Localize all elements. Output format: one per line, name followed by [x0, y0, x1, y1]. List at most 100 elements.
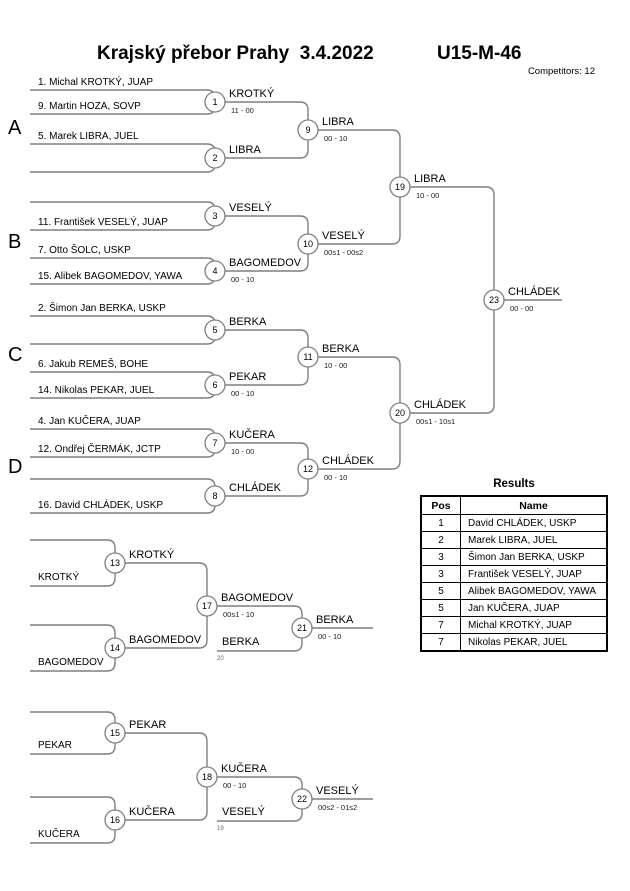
- player-entry-3: 5. Marek LIBRA, JUEL: [38, 131, 139, 142]
- match-4-winner: BAGOMEDOV: [229, 257, 302, 269]
- match-7-node: [204, 432, 226, 454]
- match-20-node: [389, 402, 411, 424]
- match-16-winner: KUČERA: [129, 805, 176, 818]
- repechage1-seed-2: BAGOMEDOV: [38, 657, 104, 668]
- match-10-score: 00s1 - 00s2: [324, 248, 363, 257]
- match-17-node: [196, 595, 218, 617]
- match-15-winner: PEKAR: [129, 719, 166, 731]
- player-entry-2: 9. Martin HOZA, SOVP: [38, 101, 141, 112]
- results-col-name: Name: [460, 495, 608, 515]
- match-9-number: 9: [305, 125, 310, 135]
- result-name: Šimon Jan BERKA, USKP: [460, 548, 608, 566]
- match-19-node: [389, 176, 411, 198]
- match-19-winner: LIBRA: [414, 173, 446, 185]
- match-22-node: [291, 788, 313, 810]
- result-pos: 5: [420, 599, 461, 617]
- group-label-c: C: [8, 344, 22, 366]
- match-8-number: 8: [212, 491, 217, 501]
- match-8-node: [204, 485, 226, 507]
- match-11-score: 10 - 00: [324, 361, 347, 370]
- match-1-score: 11 - 00: [231, 106, 254, 115]
- match-14-winner: BAGOMEDOV: [129, 634, 202, 646]
- result-name: Nikolas PEKAR, JUEL: [460, 633, 608, 652]
- match-19-score: 10 - 00: [416, 191, 439, 200]
- result-name: David CHLÁDEK, USKP: [460, 514, 608, 532]
- player-entry-1: 1. Michal KROTKÝ, JUAP: [38, 75, 153, 88]
- match-6-score: 00 - 10: [231, 389, 254, 398]
- results-col-pos: Pos: [420, 495, 461, 515]
- bracket-line: [410, 186, 495, 414]
- match-3-node: [204, 205, 226, 227]
- result-name: Jan KUČERA, JUAP: [460, 599, 608, 617]
- match-12-score: 00 - 10: [324, 473, 347, 482]
- match-5-number: 5: [212, 325, 217, 335]
- match-4-node: [204, 260, 226, 282]
- match-18-number: 18: [202, 772, 212, 782]
- player-entry-4: 11. František VESELÝ, JUAP: [38, 215, 168, 228]
- match-13-winner: KROTKÝ: [129, 548, 175, 561]
- match-11-number: 11: [303, 352, 312, 362]
- result-name: Alibek BAGOMEDOV, YAWA: [460, 582, 608, 600]
- match-17-number: 17: [202, 601, 212, 611]
- match-23-number: 23: [489, 295, 499, 305]
- match-4-score: 00 - 10: [231, 275, 254, 284]
- match-7-score: 10 - 00: [231, 447, 254, 456]
- player-entry-10: 4. Jan KUČERA, JUAP: [38, 414, 141, 427]
- result-pos: 5: [420, 582, 461, 600]
- bracket-line: [30, 143, 216, 173]
- player-entry-9: 14. Nikolas PEKAR, JUEL: [38, 385, 155, 396]
- result-pos: 7: [420, 633, 461, 652]
- match-5-winner: BERKA: [229, 316, 267, 328]
- result-name: Michal KROTKÝ, JUAP: [460, 616, 608, 634]
- player-entry-6: 15. Alibek BAGOMEDOV, YAWA: [38, 271, 182, 282]
- group-label-d: D: [8, 456, 22, 478]
- results-title: Results: [493, 478, 535, 490]
- repechage1-seed-1: KROTKÝ: [38, 570, 79, 583]
- match-7-winner: KUČERA: [229, 428, 276, 441]
- match-7-number: 7: [212, 438, 217, 448]
- match-2-winner: LIBRA: [229, 144, 261, 156]
- match-12-node: [297, 458, 319, 480]
- match-20-winner: CHLÁDEK: [414, 398, 467, 411]
- match-18-node: [196, 766, 218, 788]
- match-1-winner: KROTKÝ: [229, 87, 275, 100]
- match-12-number: 12: [303, 464, 313, 474]
- results-header-row: Pos Name: [420, 495, 608, 515]
- match-3-number: 3: [212, 211, 217, 221]
- match-15-node: [104, 722, 126, 744]
- competitors-count: Competitors: 12: [527, 66, 595, 77]
- match-22-score: 00s2 - 01s2: [318, 803, 357, 812]
- repechage1-feed-origin: 20: [217, 656, 224, 662]
- group-label-a: A: [8, 117, 22, 139]
- result-name: Marek LIBRA, JUEL: [460, 531, 608, 549]
- match-3-winner: VESELÝ: [229, 201, 272, 214]
- match-13-number: 13: [110, 558, 120, 568]
- match-18-score: 00 - 10: [223, 781, 246, 790]
- match-9-score: 00 - 10: [324, 134, 347, 143]
- match-23-winner: CHLÁDEK: [508, 285, 561, 298]
- match-1-number: 1: [212, 97, 217, 107]
- match-21-node: [291, 617, 313, 639]
- match-17-winner: BAGOMEDOV: [221, 592, 294, 604]
- match-12-winner: CHLÁDEK: [322, 454, 375, 467]
- match-10-number: 10: [303, 239, 313, 249]
- match-10-winner: VESELÝ: [322, 229, 365, 242]
- match-14-number: 14: [110, 643, 120, 653]
- match-6-number: 6: [212, 380, 217, 390]
- bracket-line: [318, 356, 401, 470]
- match-16-number: 16: [110, 815, 120, 825]
- match-19-number: 19: [395, 182, 405, 192]
- match-17-score: 00s1 - 10: [223, 610, 254, 619]
- page-title: Krajský přebor Prahy 3.4.2022: [97, 43, 374, 64]
- player-entry-12: 16. David CHLÁDEK, USKP: [38, 498, 163, 511]
- match-11-winner: BERKA: [322, 343, 360, 355]
- match-10-node: [297, 233, 319, 255]
- match-2-number: 2: [212, 153, 217, 163]
